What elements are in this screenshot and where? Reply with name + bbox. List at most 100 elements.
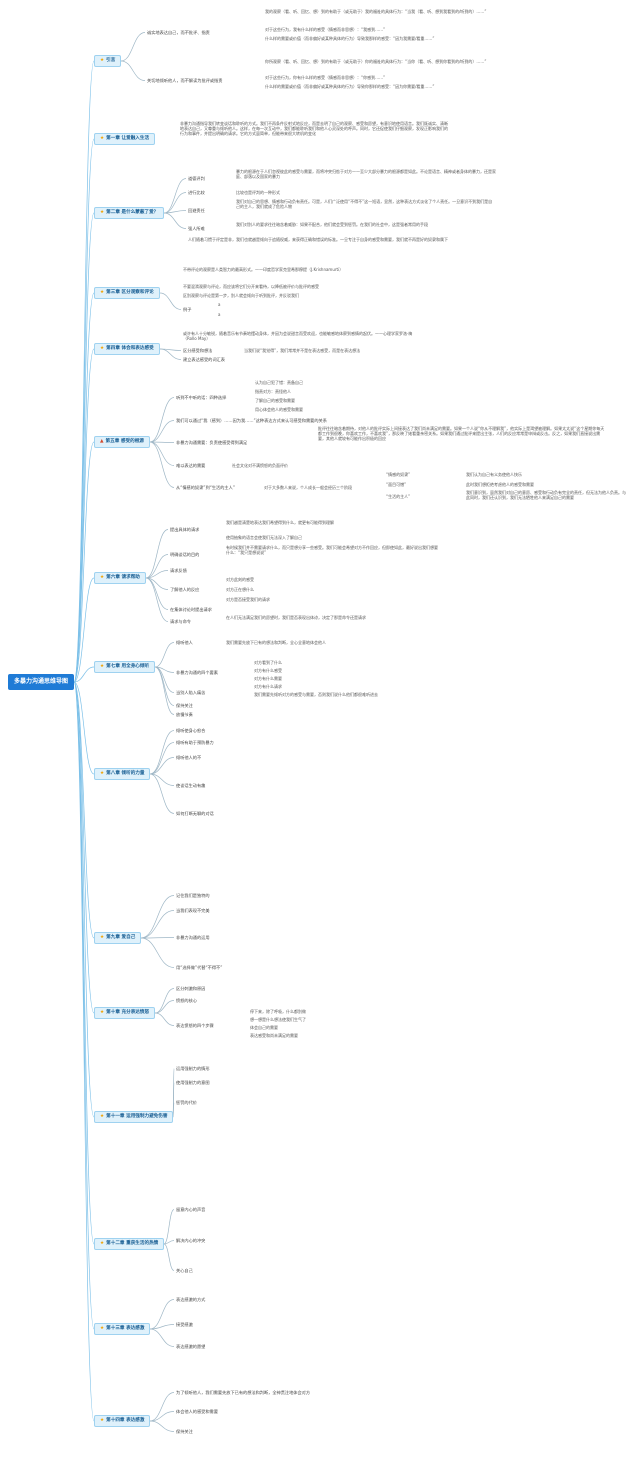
chapter-14[interactable]: ★第十四章 表达感激: [94, 1415, 151, 1427]
topic-node[interactable]: 惩罚的代价: [176, 1100, 197, 1105]
connector-line: [73, 212, 95, 683]
topic-node[interactable]: 明确谈话的目的: [170, 552, 200, 557]
leaf-node: 我们越是清楚地表达我们希望得到什么，就更有可能得到理解: [226, 520, 334, 525]
topic-node[interactable]: 关切地倾听他人，而不解读为批评或指责: [147, 78, 223, 83]
topic-node[interactable]: 倾听他人的不: [176, 755, 202, 760]
topic-node[interactable]: 请求与命令: [170, 619, 191, 624]
topic-node[interactable]: 倾听他人: [176, 640, 193, 645]
chapter-5[interactable]: ▲第五章 感受的根源: [94, 436, 150, 448]
leaf-node: 我们对自己的思想、情感和行动负有责任。可是，人们广泛使用“不得不”这一短语，显然…: [236, 199, 493, 209]
topic-node[interactable]: 表达感激的愿望: [176, 1344, 206, 1349]
chapter-4[interactable]: ★第四章 体会和表达感受: [94, 343, 160, 355]
topic-node[interactable]: 保持关注: [176, 703, 193, 708]
connector-line: [149, 1392, 175, 1422]
chapter-9[interactable]: ★第九章 爱自己: [94, 932, 142, 944]
chapter-2[interactable]: ★第二章 是什么蒙蔽了爱？: [94, 207, 165, 219]
topic-node[interactable]: 在集体讨论时提出请求: [170, 607, 212, 612]
topic-node[interactable]: 区分刺激和原因: [176, 986, 206, 991]
leaf-node: 认为自己犯了错：责备自己: [255, 380, 303, 385]
topic-node[interactable]: 留意内心的声音: [176, 1207, 206, 1212]
chapter-3[interactable]: ★第三章 区分观察和评论: [94, 287, 160, 299]
leaf-node: 对方看到了什么: [254, 660, 282, 665]
topic-node[interactable]: 难以表达的需要: [176, 463, 206, 468]
chapter-intro[interactable]: ★引言: [94, 55, 122, 67]
topic-node[interactable]: 愤怒的核心: [176, 998, 197, 1003]
topic-node[interactable]: 用“选择做”代替“不得不”: [176, 965, 223, 970]
topic-node[interactable]: 从“情感的奴隶”到“生活的主人”: [176, 485, 235, 490]
topic-node[interactable]: 道德评判: [188, 176, 205, 181]
topic-node[interactable]: 非暴力沟通的四个要素: [176, 670, 218, 675]
topic-node[interactable]: 表达愤怒的四个步骤: [176, 1023, 214, 1028]
topic-node[interactable]: 我们可以通过“我（感到）……因为我……”这种表达方式来认可感受和需要的关系: [176, 418, 327, 423]
topic-node[interactable]: 记住我们是独特的: [176, 893, 210, 898]
topic-node[interactable]: 请求反馈: [170, 568, 187, 573]
connector-line: [145, 529, 169, 579]
topic-node[interactable]: 放慢节奏: [176, 712, 193, 717]
connector-line: [73, 441, 95, 683]
leaf-node: 什么样的需要或价值（而非偏好或某种具体的行为）导致你那样的感受：“因为你需要/看…: [265, 84, 435, 89]
topic-node[interactable]: 接受感激: [176, 1322, 193, 1327]
connector-line: [145, 577, 169, 610]
connector-line: [154, 642, 175, 668]
leaf-node: 非暴力沟通指导我们转变谈话和聆听的方式。我们不再条件反射式地反应，而是去明了自己…: [180, 121, 448, 136]
chapter-11[interactable]: ★第十一章 运用强制力避免伤害: [94, 1111, 174, 1123]
leaf-node: 对方正在想什么: [226, 587, 254, 592]
topic-node[interactable]: 建立表达感受的词汇表: [183, 357, 225, 362]
connector-line: [159, 292, 182, 310]
topic-node[interactable]: 运用强制力的情形: [176, 1066, 210, 1071]
topic-node[interactable]: 解决内心的冲突: [176, 1238, 206, 1243]
topic-node[interactable]: 非暴力沟通的运用: [176, 935, 210, 940]
leaf-node: 人们随着习惯于评定是非，我们也就越是倾向于追随权威，来获得正确和错误的标准。一旦…: [188, 237, 448, 242]
chapter-7[interactable]: ★第七章 用全身心倾听: [94, 661, 156, 673]
topic-node[interactable]: 进行比较: [188, 190, 205, 195]
connector-line: [149, 773, 175, 786]
topic-node[interactable]: 使用强制力的意图: [176, 1080, 210, 1085]
topic-node[interactable]: 提出具体的请求: [170, 527, 200, 532]
topic-node[interactable]: 倾听有助于预防暴力: [176, 740, 214, 745]
leaf-node: 使用抽象的语言会使我们无法深入了解自己: [226, 535, 302, 540]
topic-node[interactable]: 保持关注: [176, 1429, 193, 1434]
topic-node[interactable]: 当别人陷入痛苦: [176, 690, 206, 695]
leaf-node: 表达感受和尚未满足的需要: [250, 1033, 298, 1038]
topic-node[interactable]: 听到不中听的话：四种选择: [176, 395, 227, 400]
chapter-10[interactable]: ★第十章 充分表达愤怒: [94, 1007, 156, 1019]
leaf-node: a: [218, 312, 221, 317]
chapter-13[interactable]: ★第十三章 表达感激: [94, 1323, 151, 1335]
root-node[interactable]: 多暴力沟通思维导图: [8, 674, 75, 690]
topic-node[interactable]: 关心自己: [176, 1268, 193, 1273]
topic-node[interactable]: 了解他人的反应: [170, 587, 200, 592]
chapter-6[interactable]: ★第六章 请求帮助: [94, 572, 146, 584]
chapter-12[interactable]: ★第十二章 重获生活的热情: [94, 1238, 165, 1250]
connector-line: [172, 1102, 175, 1118]
topic-node[interactable]: 例子: [183, 307, 192, 312]
leaf-node: 批评往往暗含着期待，对他人的批评实际上间接表达了我们尚未满足的需要。如果一个人说…: [318, 426, 605, 441]
topic-node[interactable]: 当我们表现不完美: [176, 908, 210, 913]
topic-node[interactable]: 诚实地表达自己，而不批评、指责: [147, 30, 210, 35]
leaf-node: 什么样的需要或价值（而非偏好或某种具体的行为）导致我那样的感受：“因为我需要/看…: [265, 36, 435, 41]
chapter-8[interactable]: ★第八章 倾听的力量: [94, 768, 151, 780]
topic-node[interactable]: 非暴力沟通需要：负责使感受得到满足: [176, 440, 248, 445]
topic-node[interactable]: 区分感受和想法: [183, 348, 213, 353]
topic-node[interactable]: 表达感激的方式: [176, 1297, 206, 1302]
connector-line: [163, 1209, 175, 1245]
connector-line: [149, 1324, 175, 1330]
topic-node[interactable]: 倾听使身心愈合: [176, 728, 206, 733]
connector-line: [140, 910, 175, 939]
connector-line: [149, 441, 175, 443]
topic-node[interactable]: 为了倾听他人，我们需要先放下已有的想法和判断，全神贯注地体会对方: [176, 1390, 311, 1395]
fire-icon: ▲: [100, 439, 104, 444]
connector-line: [145, 577, 169, 590]
chapter-1[interactable]: ★第一章 让爱融入生活: [94, 133, 156, 145]
connector-line: [163, 1243, 175, 1271]
connector-line: [154, 666, 175, 693]
topic-node[interactable]: 强人所难: [188, 226, 205, 231]
topic-node[interactable]: 如何打断无聊的对话: [176, 811, 214, 816]
topic-node[interactable]: 使谈话生动有趣: [176, 783, 206, 788]
star-icon: ★: [100, 1241, 105, 1246]
connector-line: [120, 60, 146, 81]
topic-node[interactable]: 体会他人的感受和需要: [176, 1409, 218, 1414]
connector-line: [149, 1411, 175, 1422]
connector-line: [120, 32, 146, 62]
topic-node[interactable]: 回避责任: [188, 208, 205, 213]
connector-line: [154, 1012, 175, 1026]
